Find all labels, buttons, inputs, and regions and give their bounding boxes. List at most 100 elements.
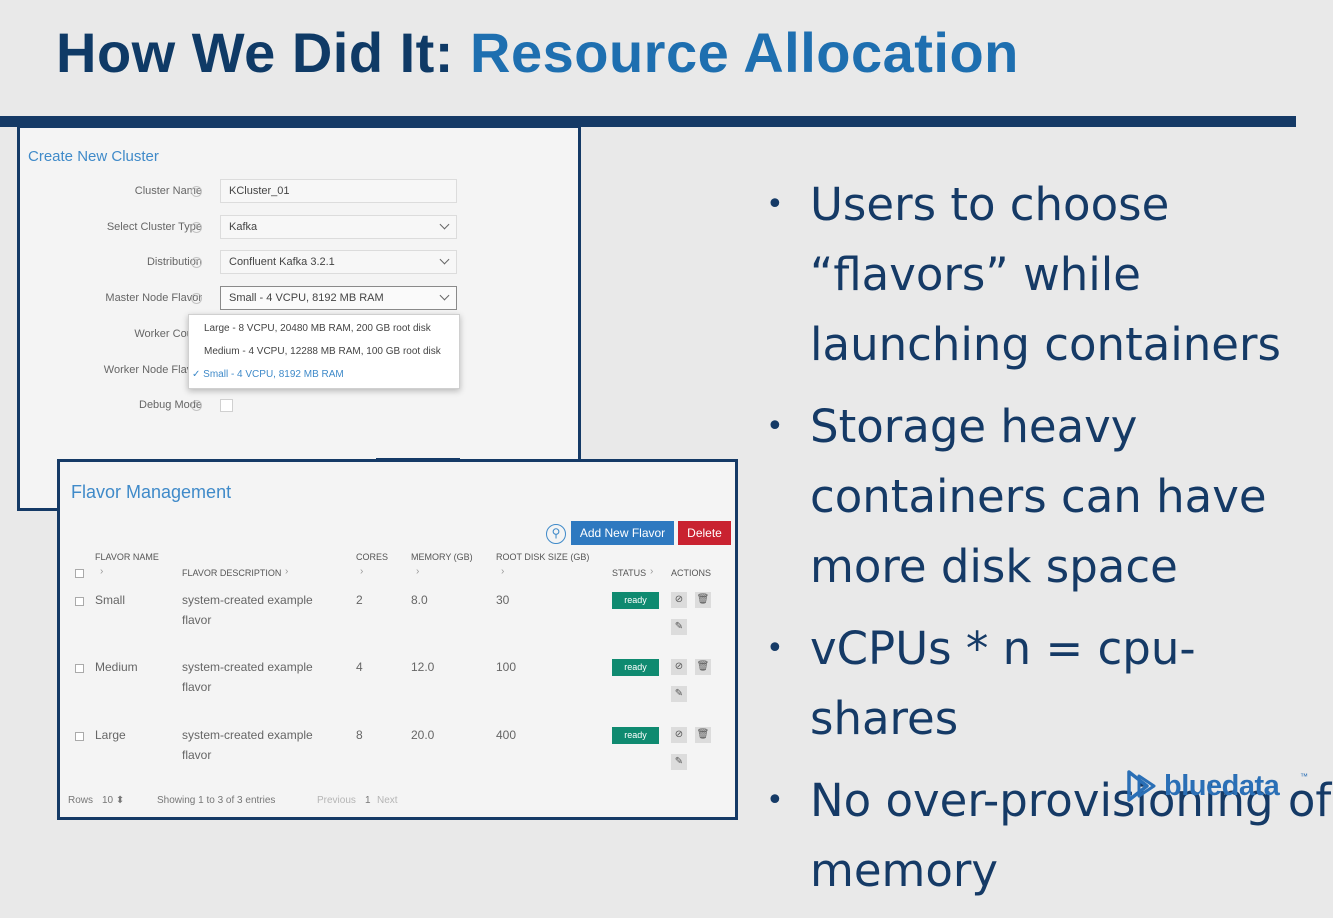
distribution-select[interactable]: Confluent Kafka 3.2.1 — [220, 250, 457, 274]
bullet-item: Storage heavy containers can have more d… — [762, 392, 1332, 602]
flavor-management-title: Flavor Management — [71, 482, 232, 502]
sort-icon[interactable]: › — [650, 566, 654, 577]
cluster-type-row: Select Cluster Type ? Kafka — [20, 215, 580, 241]
col-cores[interactable]: CORES — [356, 552, 389, 562]
flavor-name: Small — [95, 593, 126, 607]
cluster-type-value: Kafka — [229, 221, 258, 233]
chevron-down-icon — [439, 219, 450, 230]
rows-per-page-select[interactable]: 10 ⬍ — [102, 795, 125, 806]
debug-mode-label: Debug Mode — [139, 399, 202, 411]
sort-icon[interactable]: › — [100, 566, 104, 577]
cluster-name-input[interactable]: KCluster_01 — [220, 179, 457, 203]
dropdown-option-small[interactable]: ✓ Small - 4 VCPU, 8192 MB RAM — [192, 369, 344, 380]
flavor-disk: 30 — [496, 593, 510, 607]
previous-link[interactable]: Previous — [317, 795, 356, 806]
title-accent: Resource Allocation — [470, 21, 1019, 84]
help-icon[interactable]: ? — [191, 222, 202, 233]
master-flavor-select[interactable]: Small - 4 VCPU, 8192 MB RAM — [220, 286, 457, 310]
disable-icon[interactable]: ⊘ — [671, 659, 687, 675]
help-icon[interactable]: ? — [191, 400, 202, 411]
master-flavor-label: Master Node Flavor — [105, 292, 202, 304]
logo-text: bluedata — [1164, 770, 1280, 802]
help-icon[interactable]: ? — [191, 186, 202, 197]
slide-title: How We Did It: Resource Allocation — [56, 20, 1019, 85]
flavor-memory: 20.0 — [411, 728, 435, 742]
rows-label: Rows — [68, 795, 94, 806]
cluster-type-label: Select Cluster Type — [106, 221, 202, 233]
search-icon[interactable]: ⚲ — [546, 524, 566, 544]
status-badge: ready — [612, 659, 659, 676]
help-icon[interactable]: ? — [191, 257, 202, 268]
bullet-item: vCPUs * n = cpu-shares — [762, 614, 1332, 754]
sort-icon[interactable]: › — [416, 566, 420, 577]
select-all-checkbox[interactable] — [75, 569, 84, 578]
flavor-cores: 2 — [356, 593, 363, 607]
edit-icon[interactable]: ✎ — [671, 754, 687, 770]
dropdown-option-medium[interactable]: Medium - 4 VCPU, 12288 MB RAM, 100 GB ro… — [204, 346, 441, 357]
worker-flavor-label: Worker Node Flavor — [103, 364, 202, 376]
disable-icon[interactable]: ⊘ — [671, 727, 687, 743]
sort-icon[interactable]: › — [501, 566, 505, 577]
flavor-cores: 4 — [356, 660, 363, 674]
trash-icon[interactable]: 🗑 — [695, 592, 711, 608]
trash-icon[interactable]: 🗑 — [695, 659, 711, 675]
edit-icon[interactable]: ✎ — [671, 686, 687, 702]
flavor-memory: 8.0 — [411, 593, 428, 607]
col-actions: ACTIONS — [671, 568, 712, 578]
sort-icon[interactable]: › — [360, 566, 364, 577]
entries-info: Showing 1 to 3 of 3 entries — [157, 795, 276, 806]
distribution-value: Confluent Kafka 3.2.1 — [229, 256, 335, 268]
worker-count-label: Worker Count — [134, 328, 202, 340]
flavor-cores: 8 — [356, 728, 363, 742]
sort-icon[interactable]: › — [285, 566, 289, 577]
bullet-item: Users to choose “flavors” while launchin… — [762, 170, 1332, 380]
chevron-down-icon — [439, 254, 450, 265]
next-link[interactable]: Next — [377, 795, 398, 806]
add-new-flavor-button[interactable]: Add New Flavor — [571, 521, 674, 545]
flavor-name: Large — [95, 728, 126, 742]
col-flavor-name[interactable]: FLAVOR NAME — [95, 552, 159, 562]
flavor-disk: 400 — [496, 728, 517, 742]
status-badge: ready — [612, 727, 659, 744]
col-memory[interactable]: MEMORY (GB) — [411, 552, 473, 562]
help-icon[interactable]: ? — [191, 293, 202, 304]
distribution-row: Distribution ? Confluent Kafka 3.2.1 — [20, 250, 580, 276]
cluster-name-label: Cluster Name — [134, 185, 202, 197]
bullet-list: Users to choose “flavors” while launchin… — [762, 170, 1332, 918]
logo-trademark: ™ — [1300, 772, 1308, 781]
flavor-management-panel: Flavor Management ⚲ Add New Flavor Delet… — [57, 459, 738, 820]
distribution-label: Distribution — [146, 256, 202, 268]
delete-button[interactable]: Delete — [678, 521, 731, 545]
status-badge: ready — [612, 592, 659, 609]
page-1-link[interactable]: 1 — [365, 795, 371, 806]
create-cluster-title: Create New Cluster — [28, 148, 159, 165]
flavor-disk: 100 — [496, 660, 517, 674]
row-checkbox[interactable] — [75, 597, 84, 606]
title-divider — [0, 116, 1296, 127]
cluster-type-select[interactable]: Kafka — [220, 215, 457, 239]
disable-icon[interactable]: ⊘ — [671, 592, 687, 608]
worker-count-row: Worker Count — [20, 322, 580, 348]
row-checkbox[interactable] — [75, 732, 84, 741]
trash-icon[interactable]: 🗑 — [695, 727, 711, 743]
dropdown-option-large[interactable]: Large - 8 VCPU, 20480 MB RAM, 200 GB roo… — [204, 323, 431, 334]
col-flavor-description[interactable]: FLAVOR DESCRIPTION — [182, 568, 282, 578]
col-root-disk[interactable]: ROOT DISK SIZE (GB) — [496, 552, 590, 562]
edit-icon[interactable]: ✎ — [671, 619, 687, 635]
flavor-name: Medium — [95, 660, 138, 674]
flavor-memory: 12.0 — [411, 660, 435, 674]
chevron-down-icon — [439, 290, 450, 301]
row-checkbox[interactable] — [75, 664, 84, 673]
worker-flavor-row: Worker Node Flavor — [20, 358, 580, 384]
master-flavor-value: Small - 4 VCPU, 8192 MB RAM — [229, 292, 384, 304]
flavor-dropdown-menu: Large - 8 VCPU, 20480 MB RAM, 200 GB roo… — [188, 314, 460, 389]
create-cluster-panel: Create New Cluster Cluster Name ? KClust… — [17, 125, 581, 511]
debug-mode-checkbox[interactable] — [220, 399, 233, 412]
debug-mode-row: Debug Mode ? — [20, 393, 580, 419]
master-flavor-row: Master Node Flavor ? Small - 4 VCPU, 819… — [20, 286, 580, 312]
bluedata-logo-mark-icon — [1127, 770, 1156, 802]
col-status[interactable]: STATUS — [612, 568, 647, 578]
